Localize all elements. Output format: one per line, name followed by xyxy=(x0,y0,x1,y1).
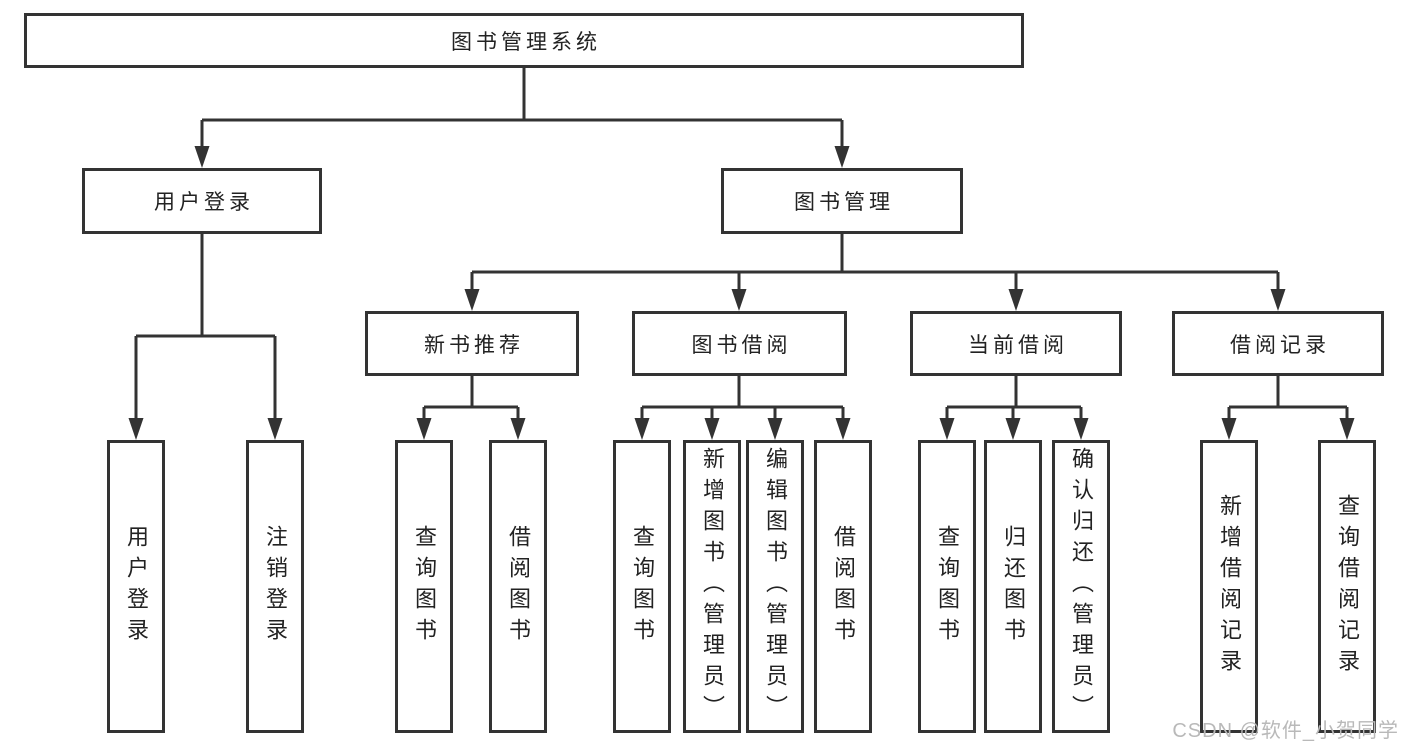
leaf-borrow-add-books-admin-label: 新增图书（管理员） xyxy=(700,447,725,726)
leaf-current-return-books: 归还图书 xyxy=(984,440,1042,733)
node-current-borrow: 当前借阅 xyxy=(910,311,1122,376)
arrow-down-icon xyxy=(1270,289,1286,311)
arrow-down-icon xyxy=(704,418,720,440)
arrow-down-icon xyxy=(510,418,526,440)
leaf-newbook-query-books-label: 查询图书 xyxy=(412,524,437,649)
leaf-logout-login: 注销登录 xyxy=(246,440,304,733)
leaf-newbook-query-books: 查询图书 xyxy=(395,440,453,733)
leaf-newbook-borrow-books-label: 借阅图书 xyxy=(506,524,531,649)
arrow-down-icon xyxy=(267,418,283,440)
arrow-down-icon xyxy=(128,418,144,440)
arrow-down-icon xyxy=(767,418,783,440)
leaf-current-confirm-return-admin-label: 确认归还（管理员） xyxy=(1069,447,1094,726)
leaf-borrow-query-books-label: 查询图书 xyxy=(630,524,655,649)
connector-path xyxy=(134,68,1349,420)
leaf-records-add-borrow-record-label: 新增借阅记录 xyxy=(1217,493,1242,680)
leaf-current-confirm-return-admin: 确认归还（管理员） xyxy=(1052,440,1110,733)
node-book-management-label: 图书管理 xyxy=(794,191,894,214)
node-system-root-label: 图书管理系统 xyxy=(451,30,601,54)
leaf-user-login-label: 用户登录 xyxy=(124,524,149,649)
arrow-down-icon xyxy=(835,418,851,440)
leaf-borrow-query-books: 查询图书 xyxy=(613,440,671,733)
arrow-down-icon xyxy=(1073,418,1089,440)
leaf-records-query-borrow-record: 查询借阅记录 xyxy=(1318,440,1376,733)
watermark-text: CSDN @软件_小贺同学 xyxy=(1172,720,1399,742)
node-book-borrow-label: 图书借阅 xyxy=(691,333,792,357)
arrow-down-icon xyxy=(1005,418,1021,440)
arrow-down-icon xyxy=(731,289,747,311)
arrow-down-icon xyxy=(1339,418,1355,440)
arrowheads xyxy=(128,146,1355,440)
node-system-root: 图书管理系统 xyxy=(24,13,1024,68)
leaf-records-add-borrow-record: 新增借阅记录 xyxy=(1200,440,1258,733)
leaf-newbook-borrow-books: 借阅图书 xyxy=(489,440,547,733)
leaf-records-query-borrow-record-label: 查询借阅记录 xyxy=(1335,493,1360,680)
node-book-borrow: 图书借阅 xyxy=(632,311,847,376)
node-new-book-recommend: 新书推荐 xyxy=(365,311,579,376)
node-current-borrow-label: 当前借阅 xyxy=(968,333,1068,357)
leaf-current-query-books-label: 查询图书 xyxy=(935,524,960,649)
arrow-down-icon xyxy=(464,289,480,311)
node-user-login-label: 用户登录 xyxy=(154,191,254,214)
leaf-borrow-borrow-books-label: 借阅图书 xyxy=(831,524,856,649)
arrow-down-icon xyxy=(1008,289,1024,311)
arrow-down-icon xyxy=(416,418,432,440)
leaf-current-return-books-label: 归还图书 xyxy=(1001,524,1026,649)
node-borrow-records-label: 借阅记录 xyxy=(1230,333,1330,357)
arrow-down-icon xyxy=(834,146,850,168)
leaf-current-query-books: 查询图书 xyxy=(918,440,976,733)
arrow-down-icon xyxy=(194,146,210,168)
leaf-borrow-borrow-books: 借阅图书 xyxy=(814,440,872,733)
leaf-borrow-add-books-admin: 新增图书（管理员） xyxy=(683,440,741,733)
node-borrow-records: 借阅记录 xyxy=(1172,311,1384,376)
arrow-down-icon xyxy=(634,418,650,440)
leaf-logout-login-label: 注销登录 xyxy=(263,524,288,649)
node-new-book-recommend-label: 新书推荐 xyxy=(424,333,524,357)
node-book-management: 图书管理 xyxy=(721,168,963,234)
leaf-user-login: 用户登录 xyxy=(107,440,165,733)
arrow-down-icon xyxy=(939,418,955,440)
node-user-login: 用户登录 xyxy=(82,168,322,234)
arrow-down-icon xyxy=(1221,418,1237,440)
leaf-borrow-edit-books-admin: 编辑图书（管理员） xyxy=(746,440,804,733)
leaf-borrow-edit-books-admin-label: 编辑图书（管理员） xyxy=(763,447,788,726)
